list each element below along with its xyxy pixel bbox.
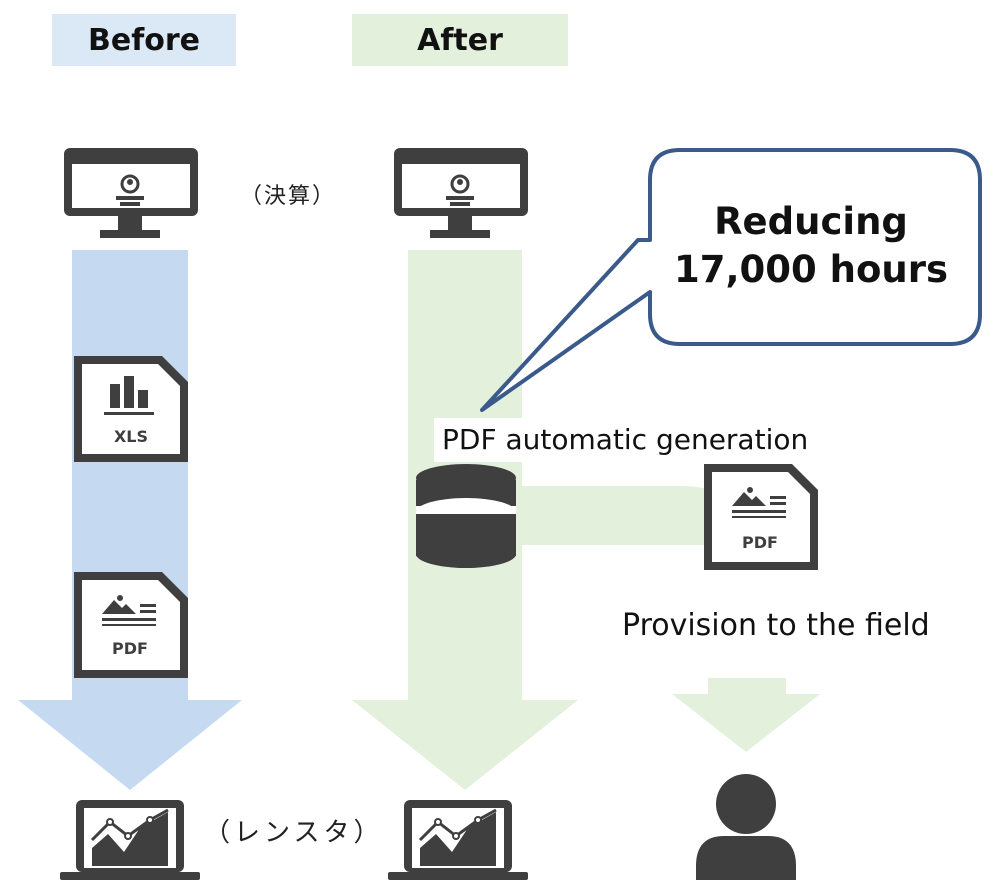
callout-text: Reducing 17,000 hours xyxy=(640,198,982,294)
monitor-after-icon xyxy=(394,148,528,238)
pdf-file-icon-before: PDF xyxy=(74,572,188,678)
laptop-after-icon xyxy=(388,800,528,880)
after-header: After xyxy=(352,14,568,66)
person-icon xyxy=(696,774,796,880)
pdf-file-label-before: PDF xyxy=(112,639,148,658)
monitor-before-icon xyxy=(64,148,198,238)
callout-bubble xyxy=(480,148,982,412)
jp-upper-label: （決算） xyxy=(240,184,337,209)
callout-line2: 17,000 hours xyxy=(673,248,949,292)
jp-lower-label: （レンスタ） xyxy=(204,818,384,848)
provision-label: Provision to the field xyxy=(622,608,930,643)
callout-line1: Reducing xyxy=(714,200,908,243)
branch-flow xyxy=(522,486,820,752)
before-flow-arrow xyxy=(18,250,242,790)
pdf-generation-label: PDF automatic generation xyxy=(434,418,902,462)
laptop-before-icon xyxy=(60,800,200,880)
xls-file-icon: XLS xyxy=(74,356,188,462)
xls-file-label: XLS xyxy=(114,427,148,446)
database-icon xyxy=(416,464,516,568)
before-header: Before xyxy=(52,14,236,66)
pdf-file-label-after: PDF xyxy=(742,533,778,552)
pdf-file-icon-after: PDF xyxy=(704,464,818,570)
